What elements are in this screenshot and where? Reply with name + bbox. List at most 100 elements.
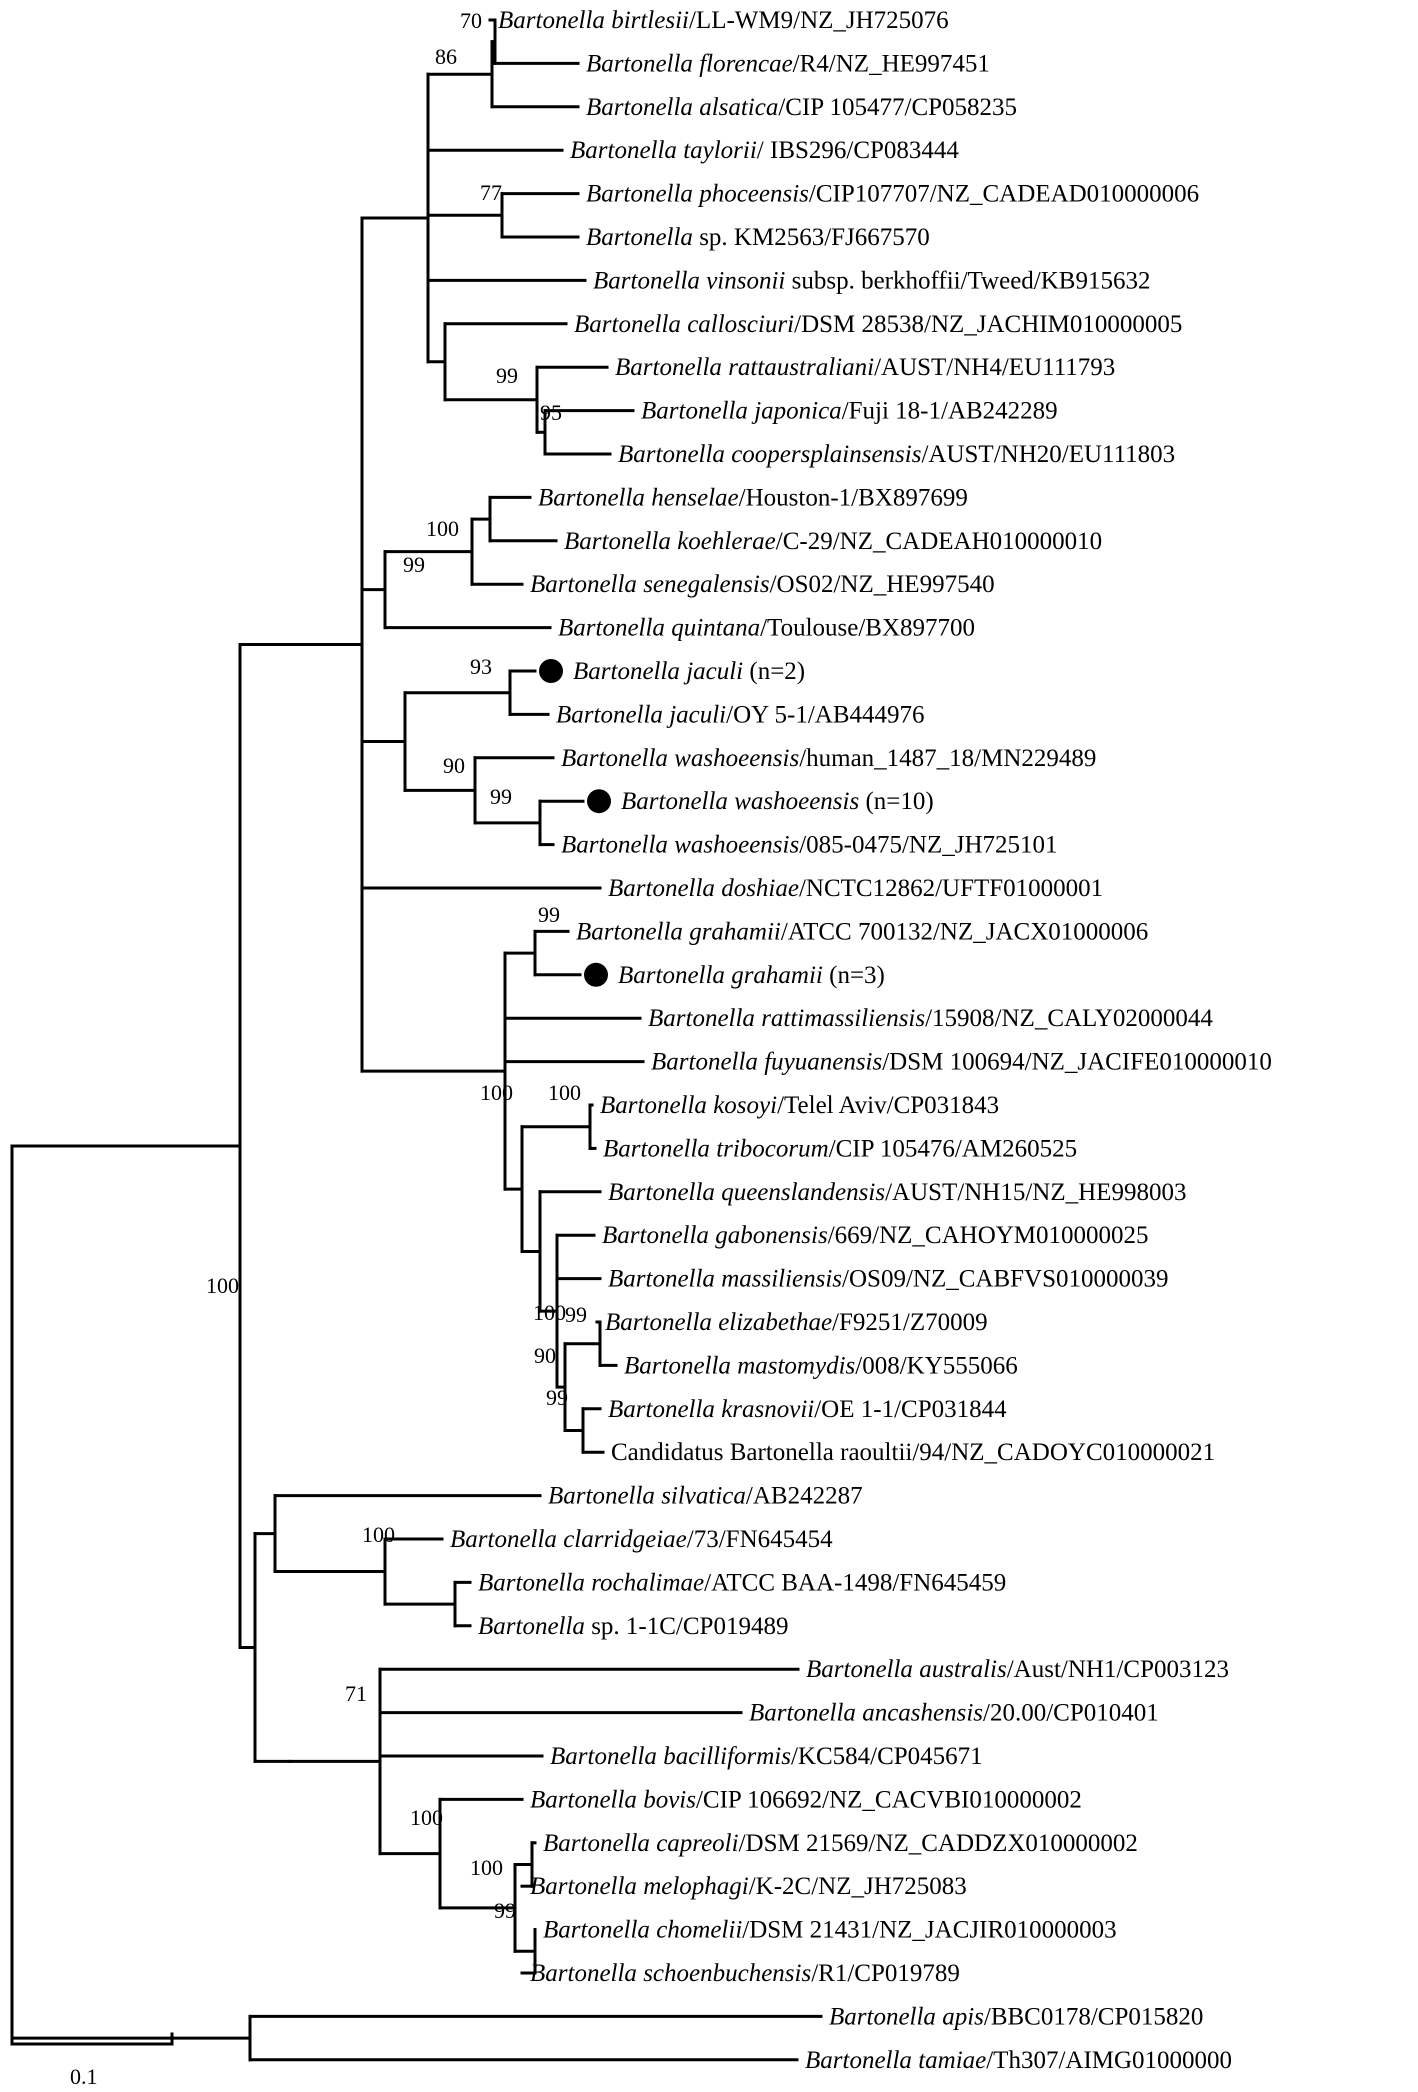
bootstrap-value: 90 [443, 753, 465, 778]
leaf-strain: /DSM 28538/NZ_JACHIM010000005 [794, 311, 1182, 338]
leaf-label: Bartonella apis/BBC0178/CP015820 [829, 2003, 1203, 2030]
leaf-strain: /CIP 106692/NZ_CACVBI010000002 [696, 1786, 1082, 1813]
leaf-species: vinsonii [700, 267, 785, 294]
leaf-species: tribocorum [710, 1135, 829, 1162]
leaf-genus: Bartonella [561, 745, 668, 772]
leaf-species: gabonensis [709, 1222, 828, 1249]
bootstrap-value: 99 [496, 363, 518, 388]
leaf-label: Bartonella japonica/Fuji 18-1/AB242289 [641, 398, 1058, 425]
leaf-species: washoeensis [668, 832, 799, 859]
leaf-label: Bartonella schoenbuchensis/R1/CP019789 [530, 1960, 960, 1987]
leaf-species: quintana [665, 615, 760, 642]
sample-marker-dot [539, 659, 563, 683]
leaf-strain: /Houston-1/BX897699 [739, 484, 968, 511]
leaf-strain: /008/KY555066 [855, 1352, 1018, 1379]
leaf-genus: Bartonella [478, 1569, 585, 1596]
bootstrap-value: 90 [534, 1343, 556, 1368]
leaf-label: Bartonella alsatica/CIP 105477/CP058235 [586, 94, 1017, 121]
leaf-label: Bartonella washoeensis/085-0475/NZ_JH725… [561, 832, 1058, 859]
leaf-genus: Bartonella [530, 1960, 637, 1987]
leaf-strain: /KC584/CP045671 [791, 1743, 983, 1770]
leaf-label: Bartonella henselae/Houston-1/BX897699 [538, 484, 968, 511]
leaf-species: capreoli [650, 1830, 739, 1857]
scale-bar: 0.1 [10, 2032, 174, 2089]
leaf-strain: /AB242287 [746, 1483, 863, 1510]
leaf-species: elizabethae [712, 1309, 832, 1336]
leaf-genus: Bartonella [615, 354, 722, 381]
leaf-species: chomelii [650, 1917, 742, 1944]
leaf-strain: /OY 5-1/AB444976 [726, 701, 924, 728]
sample-marker-dot [587, 789, 611, 814]
leaf-species: rattaustraliani [722, 354, 874, 381]
leaf-genus: Bartonella [749, 1700, 856, 1727]
leaf-label: Bartonella tamiae/Th307/AIMG01000000 [805, 2047, 1232, 2074]
leaf-label: Bartonella taylorii/ IBS296/CP083444 [570, 137, 959, 164]
leaf-label: Bartonella washoeensis/human_1487_18/MN2… [561, 745, 1096, 772]
leaf-species: jaculi [680, 658, 743, 685]
leaf-species: grahamii [683, 918, 781, 945]
leaf-label: Bartonella jaculi/OY 5-1/AB444976 [556, 701, 925, 728]
leaf-strain: /Aust/NH1/CP003123 [1007, 1656, 1229, 1683]
leaf-strain: /BBC0178/CP015820 [984, 2003, 1204, 2030]
leaf-genus: Bartonella [608, 875, 715, 902]
leaf-genus: Bartonella [586, 181, 693, 208]
leaf-genus: Candidatus [611, 1439, 724, 1466]
leaf-label: Bartonella rattimassiliensis/15908/NZ_CA… [648, 1005, 1213, 1032]
leaf-species: coopersplainsensis [725, 441, 922, 468]
leaf-label: Bartonella gabonensis/669/NZ_CAHOYM01000… [602, 1222, 1149, 1249]
leaf-strain: Bartonella raoultii/94/NZ_CADOYC01000002… [724, 1439, 1216, 1466]
leaf-genus: Bartonella [600, 1092, 707, 1119]
leaf-label: Bartonella queenslandensis/AUST/NH15/NZ_… [608, 1179, 1186, 1206]
leaf-label: Bartonella melophagi/K-2C/NZ_JH725083 [530, 1873, 967, 1900]
leaf-label: Bartonella coopersplainsensis/AUST/NH20/… [618, 441, 1175, 468]
sample-marker-dot [584, 962, 608, 987]
leaf-species: senegalensis [637, 571, 770, 598]
leaf-genus: Bartonella [608, 1179, 715, 1206]
bootstrap-value: 100 [480, 1080, 513, 1105]
bootstrap-value: 99 [494, 1898, 516, 1923]
leaf-genus: Bartonella [550, 1743, 657, 1770]
scale-bar-label: 0.1 [70, 2064, 98, 2089]
leaf-label: Bartonella elizabethae/F9251/Z70009 [605, 1309, 988, 1336]
leaf-label: Bartonella vinsonii subsp. berkhoffii/Tw… [593, 267, 1150, 294]
bootstrap-value: 93 [470, 654, 492, 679]
leaf-genus: Bartonella [651, 1049, 758, 1076]
leaf-strain: /DSM 21569/NZ_CADDZX010000002 [739, 1830, 1138, 1857]
leaf-genus: Bartonella [573, 658, 680, 685]
bootstrap-value: 99 [490, 784, 512, 809]
leaf-strain: /73/FN645454 [687, 1526, 833, 1553]
leaf-genus: Bartonella [538, 484, 645, 511]
leaf-strain: /ATCC BAA-1498/FN645459 [704, 1569, 1006, 1596]
leaf-strain: subsp. berkhoffii/Tweed/KB915632 [785, 267, 1150, 294]
leaf-label: Bartonella ancashensis/20.00/CP010401 [749, 1700, 1159, 1727]
leaf-label: Bartonella grahamii (n=3) [618, 962, 885, 989]
leaf-strain: /AUST/NH15/NZ_HE998003 [885, 1179, 1186, 1206]
leaf-species: taylorii [677, 137, 757, 164]
leaf-genus: Bartonella [548, 1483, 655, 1510]
leaf-species: bovis [637, 1786, 696, 1813]
leaf-species: apis [936, 2003, 984, 2030]
leaf-genus: Bartonella [564, 528, 671, 555]
leaf-species: tamiae [912, 2047, 986, 2074]
leaf-strain: /DSM 21431/NZ_JACJIR010000003 [742, 1917, 1116, 1944]
bootstrap-value: 99 [403, 552, 425, 577]
leaf-strain: /085-0475/NZ_JH725101 [799, 832, 1057, 859]
leaf-species: doshiae [715, 875, 799, 902]
leaf-species: callosciuri [681, 311, 794, 338]
leaf-species: krasnovii [715, 1396, 814, 1423]
leaf-species: kosoyi [707, 1092, 777, 1119]
leaf-label: Bartonella bacilliformis/KC584/CP045671 [550, 1743, 983, 1770]
leaf-label: Bartonella sp. KM2563/FJ667570 [586, 224, 930, 251]
leaf-label: Bartonella capreoli/DSM 21569/NZ_CADDZX0… [543, 1830, 1138, 1857]
bootstrap-value: 100 [548, 1080, 581, 1105]
bootstrap-value: 99 [538, 902, 560, 927]
leaf-label: Bartonella birtlesii/LL-WM9/NZ_JH725076 [498, 7, 949, 34]
leaf-strain: (n=10) [859, 788, 934, 815]
leaf-species: schoenbuchensis [637, 1960, 811, 1987]
bootstrap-value: 100 [362, 1522, 395, 1547]
leaf-genus: Bartonella [543, 1917, 650, 1944]
leaf-genus: Bartonella [624, 1352, 731, 1379]
leaf-species: silvatica [655, 1483, 746, 1510]
